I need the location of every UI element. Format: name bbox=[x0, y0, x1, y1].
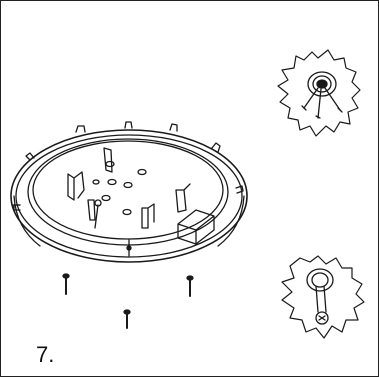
rim-clip bbox=[211, 142, 221, 153]
mounting-base bbox=[10, 121, 248, 263]
mounting-hole bbox=[101, 194, 111, 202]
loose-screws bbox=[62, 273, 194, 329]
mounting-hole bbox=[122, 208, 132, 216]
mounting-hole bbox=[92, 179, 100, 185]
rim-clip bbox=[124, 121, 133, 129]
rim-clip bbox=[25, 152, 35, 161]
rim-clip bbox=[169, 123, 178, 132]
spring-clip bbox=[103, 147, 113, 173]
terminal-block bbox=[177, 209, 215, 245]
screw bbox=[123, 309, 131, 329]
mounting-hole bbox=[107, 178, 117, 186]
detail-screw-anchor bbox=[281, 255, 365, 339]
screw bbox=[186, 275, 194, 297]
spring-clip bbox=[141, 203, 155, 229]
detail-wall-anchor bbox=[277, 49, 361, 137]
mounting-hole bbox=[137, 168, 147, 176]
mounting-hole bbox=[105, 160, 115, 168]
step-number: 7. bbox=[36, 342, 55, 367]
rim-clip bbox=[75, 125, 86, 133]
screw bbox=[62, 273, 70, 295]
spring-clip bbox=[175, 183, 191, 213]
mounting-hole bbox=[123, 181, 133, 189]
spring-clip bbox=[67, 171, 85, 201]
rim-clip bbox=[235, 185, 244, 194]
spring-clip bbox=[87, 199, 96, 221]
